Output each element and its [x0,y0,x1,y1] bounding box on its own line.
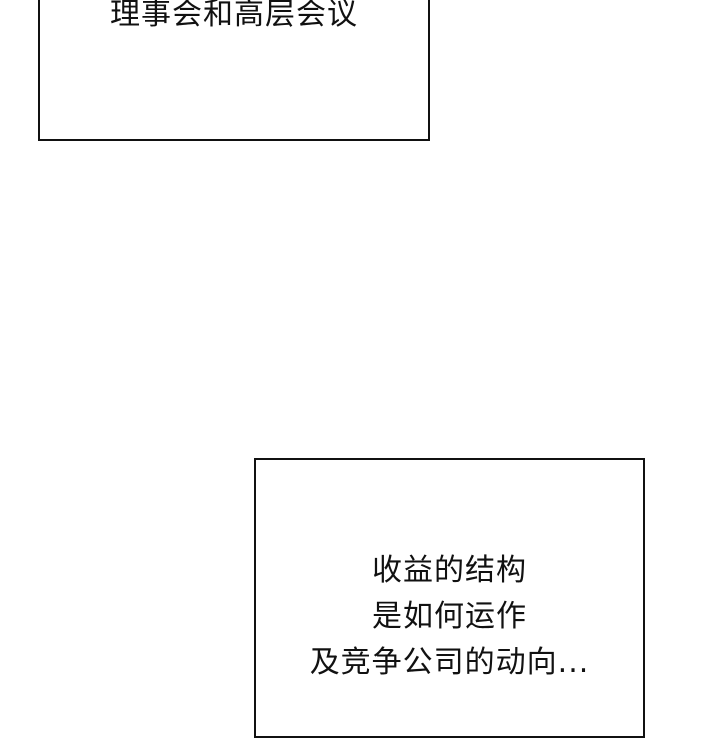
caption-line: 及竞争公司的动向... [309,645,590,680]
caption-box-top: 理事会和高层会议 [38,0,430,141]
caption-text: 收益的结构 是如何运作 及竞争公司的动向... [256,548,643,686]
caption-text: 理事会和高层会议 [40,0,428,38]
caption-line: 理事会和高层会议 [110,0,358,32]
caption-line: 收益的结构 [372,553,527,588]
caption-box-bottom: 收益的结构 是如何运作 及竞争公司的动向... [254,458,645,738]
caption-line: 是如何运作 [372,599,527,634]
